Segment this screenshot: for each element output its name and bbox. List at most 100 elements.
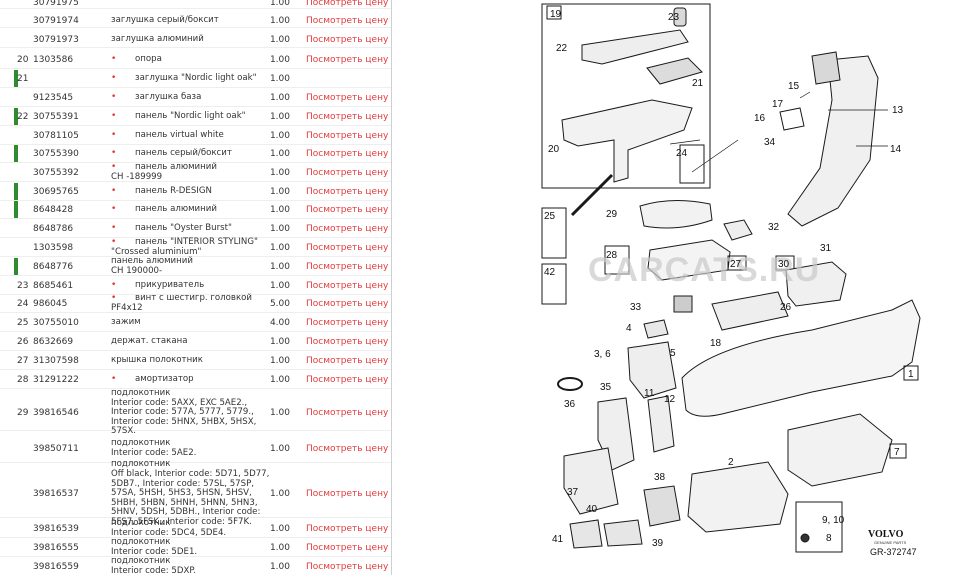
view-price-link[interactable]: Посмотреть цену [306,562,389,572]
description-line: Interior code: 5AXX, EXC 5AE2., [111,398,269,409]
part-39 [603,519,643,547]
view-price-link[interactable]: Посмотреть цену [306,224,389,234]
quantity: 1.00 [269,112,290,122]
part-description: прикуриватель [111,280,269,291]
description-line: подлокотник [111,538,269,548]
part-description: заглушка серый/боксит [111,15,269,26]
view-price-link[interactable]: Посмотреть цену [306,93,389,103]
callout-box-27 [727,255,747,271]
callout-label: 32 [768,222,780,233]
callout-box-42 [541,263,567,305]
quantity: 1.00 [269,35,290,45]
description-line: панель алюминий [111,257,269,267]
callout-label: 23 [668,12,680,23]
part-number: 8648776 [33,262,74,272]
view-price-link[interactable]: Посмотреть цену [306,205,389,215]
position-number: 23 [17,281,29,291]
description-text: 5HNV, 5DSH, 5DBH., Interior code: [111,507,261,518]
part-description: панель virtual white [111,130,269,141]
description-text: амортизатор [135,374,194,385]
part-23 [673,7,687,27]
description-text: панель серый/боксит [135,148,232,159]
view-price-link[interactable]: Посмотреть цену [306,149,389,159]
view-price-link[interactable]: Посмотреть цену [306,489,389,499]
quantity: 1.00 [269,356,290,366]
position-number: 22 [17,112,29,122]
description-text: Interior code: 577A, 5777, 5779., [111,407,254,418]
part-description: панель R-DESIGN [111,186,269,197]
quantity: 1.00 [269,74,290,84]
view-price-link[interactable]: Посмотреть цену [306,112,389,122]
view-price-link[interactable]: Посмотреть цену [306,55,389,65]
view-price-link[interactable]: Посмотреть цену [306,168,389,178]
view-price-link[interactable]: Посмотреть цену [306,131,389,141]
table-row: 1303598панель "INTERIOR STYLING""Crossed… [0,238,391,257]
callout-box-9-10-8 [795,501,843,553]
part-description: панель алюминий [111,204,269,215]
description-text: Off black, Interior code: 5D71, 5D77, [111,469,270,479]
position-number: 28 [17,375,29,385]
description-text: заглушка база [135,92,202,103]
table-row: 30755390панель серый/боксит1.00Посмотрет… [0,145,391,163]
description-line: зажим [111,317,269,328]
view-price-link[interactable]: Посмотреть цену [306,0,389,8]
view-price-link[interactable]: Посмотреть цену [306,35,389,45]
view-price-link[interactable]: Посмотреть цену [306,444,389,454]
description-text: подлокотник [111,518,171,529]
callout-label: 28 [606,250,618,261]
volvo-logo-sub: GENUINE PARTS [874,540,907,545]
quantity: 1.00 [269,16,290,26]
view-price-link[interactable]: Посмотреть цену [306,299,389,309]
part-number: 39850711 [33,444,79,454]
description-text: заглушка алюминий [111,34,204,45]
callout-box-30 [775,255,795,271]
view-price-link[interactable]: Посмотреть цену [306,262,389,272]
view-price-link[interactable]: Посмотреть цену [306,408,389,418]
view-price-link[interactable]: Посмотреть цену [306,524,389,534]
part-base [687,461,789,533]
position-number: 24 [17,299,29,309]
description-line: подлокотник [111,557,269,567]
description-text: PF4x12 [111,303,143,313]
view-price-link[interactable]: Посмотреть цену [306,356,389,366]
view-price-link[interactable]: Посмотреть цену [306,281,389,291]
view-price-link[interactable]: Посмотреть цену [306,16,389,26]
view-price-link[interactable]: Посмотреть цену [306,543,389,553]
description-text: подлокотник [111,537,171,548]
callout-label: 27 [730,259,742,270]
view-price-link[interactable]: Посмотреть цену [306,375,389,385]
description-text: опора [135,54,162,65]
leader-lines [669,91,888,173]
part-number: 8685461 [33,281,74,291]
part-number: 1303586 [33,55,74,65]
callout-label: 22 [556,43,568,54]
description-line: Interior code: 5DXP. [111,566,269,575]
description-line: держат. стакана [111,336,269,347]
quantity: 1.00 [269,131,290,141]
position-number: 26 [17,337,29,347]
row-marker [14,70,18,87]
part-number: 30695765 [33,187,79,197]
view-price-link[interactable]: Посмотреть цену [306,187,389,197]
part-4 [643,319,669,339]
part-number: 39816537 [33,489,79,499]
description-text: панель R-DESIGN [135,186,212,197]
part-26 [711,291,789,331]
position-number: 20 [17,55,29,65]
view-price-link[interactable]: Посмотреть цену [306,318,389,328]
quantity: 1.00 [269,93,290,103]
description-line: панель алюминий [111,204,269,215]
callout-label: 21 [692,78,704,89]
view-price-link[interactable]: Посмотреть цену [306,337,389,347]
callout-label: 20 [548,144,560,155]
part-description: подлокотник Off black, Interior code: 5D7… [111,460,269,527]
view-price-link[interactable]: Посмотреть цену [306,243,389,253]
row-marker [14,183,18,200]
part-number: 39816539 [33,524,79,534]
quantity: 1.00 [269,262,290,272]
